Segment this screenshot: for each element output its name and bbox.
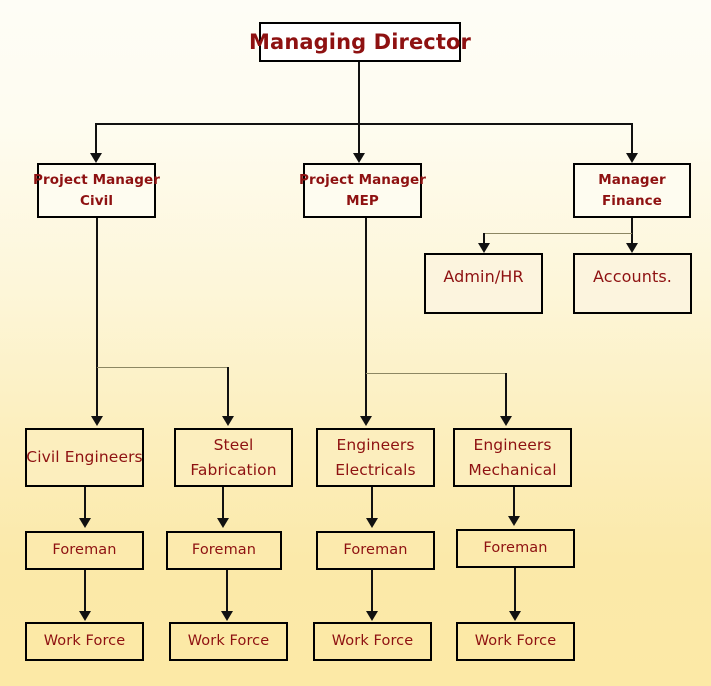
arrow-foreman4-workforce xyxy=(509,611,521,621)
arrow-electricals-foreman xyxy=(366,518,378,528)
node-work-force-mechanical[interactable]: Work Force xyxy=(456,622,575,661)
node-project-manager-mep[interactable]: Project Manager MEP xyxy=(299,163,426,218)
node-label: Foreman xyxy=(52,542,117,559)
node-foreman-civil[interactable]: Foreman xyxy=(25,531,144,570)
node-label-line1: Engineers xyxy=(473,436,552,455)
connector-foreman3-to-workforce xyxy=(371,570,373,615)
node-label: Work Force xyxy=(474,633,557,650)
node-label: Managing Director xyxy=(249,29,471,54)
node-managing-director[interactable]: Managing Director xyxy=(249,22,471,62)
connector-to-mgr-finance xyxy=(631,123,633,155)
node-label-line2: Fabrication xyxy=(190,460,277,479)
arrow-to-steel-fabrication xyxy=(222,416,234,426)
connector-civil-bus xyxy=(97,367,228,368)
connector-civil-engineers-to-foreman xyxy=(84,487,86,522)
arrow-to-admin-hr xyxy=(478,243,490,253)
node-engineers-mechanical[interactable]: Engineers Mechanical xyxy=(453,428,572,487)
node-steel-fabrication[interactable]: Steel Fabrication xyxy=(174,428,293,487)
node-label: Foreman xyxy=(483,540,548,557)
connector-finance-stem xyxy=(631,217,633,245)
node-engineers-electricals[interactable]: Engineers Electricals xyxy=(316,428,435,487)
node-label-line2: MEP xyxy=(346,192,379,209)
connector-steel-to-foreman xyxy=(222,487,224,522)
arrow-mechanical-foreman xyxy=(508,516,520,526)
node-admin-hr[interactable]: Admin/HR xyxy=(424,253,543,314)
node-label-line2: Electricals xyxy=(335,460,416,479)
node-work-force-electricals[interactable]: Work Force xyxy=(313,622,432,661)
connector-electricals-to-foreman xyxy=(371,487,373,522)
connector-level2-bus xyxy=(95,123,633,125)
connector-foreman4-to-workforce xyxy=(514,568,516,615)
connector-mep-bus xyxy=(366,373,506,374)
arrow-civil-foreman xyxy=(79,518,91,528)
connector-to-admin-hr xyxy=(483,233,485,246)
connector-finance-bus xyxy=(484,233,632,234)
arrow-to-civil-engineers xyxy=(91,416,103,426)
node-label-line1: Manager xyxy=(598,171,666,188)
connector-mep-stem xyxy=(365,217,367,422)
arrow-to-pm-mep xyxy=(353,153,365,163)
node-work-force-civil[interactable]: Work Force xyxy=(25,622,144,661)
node-foreman-mechanical[interactable]: Foreman xyxy=(456,529,575,568)
node-label-line1: Steel xyxy=(213,436,254,455)
node-label: Accounts. xyxy=(593,267,672,286)
node-label: Admin/HR xyxy=(443,267,524,286)
arrow-to-mgr-finance xyxy=(626,153,638,163)
connector-mechanical-to-foreman xyxy=(513,487,515,520)
node-label-line1: Engineers xyxy=(336,436,415,455)
arrow-foreman2-workforce xyxy=(221,611,233,621)
node-foreman-steel[interactable]: Foreman xyxy=(166,531,282,570)
node-label: Work Force xyxy=(331,633,414,650)
node-civil-engineers[interactable]: Civil Engineers xyxy=(25,428,144,487)
connector-to-pm-civil xyxy=(95,123,97,155)
connector-to-engineers-mechanical xyxy=(505,373,507,422)
arrow-foreman3-workforce xyxy=(366,611,378,621)
arrow-to-engineers-electricals xyxy=(360,416,372,426)
node-label: Civil Engineers xyxy=(26,448,143,467)
node-label: Work Force xyxy=(43,633,126,650)
node-label-line1: Project Manager xyxy=(299,171,427,188)
node-manager-finance[interactable]: Manager Finance xyxy=(573,163,691,218)
node-accounts[interactable]: Accounts. xyxy=(573,253,692,314)
node-label: Foreman xyxy=(191,542,257,559)
connector-to-steel-fabrication xyxy=(227,367,229,422)
arrow-to-engineers-mechanical xyxy=(500,416,512,426)
node-work-force-steel[interactable]: Work Force xyxy=(169,622,288,661)
node-label-line2: Finance xyxy=(601,192,663,209)
node-label-line2: Civil xyxy=(79,192,114,209)
arrow-to-accounts xyxy=(626,243,638,253)
connector-foreman2-to-workforce xyxy=(226,570,228,615)
connector-to-pm-mep xyxy=(358,123,360,155)
node-foreman-electricals[interactable]: Foreman xyxy=(316,531,435,570)
arrow-foreman1-workforce xyxy=(79,611,91,621)
connector-root-stem xyxy=(358,60,360,124)
connector-foreman1-to-workforce xyxy=(84,570,86,615)
connector-civil-stem xyxy=(96,217,98,422)
node-project-manager-civil[interactable]: Project Manager Civil xyxy=(33,163,160,218)
arrow-steel-foreman xyxy=(217,518,229,528)
node-label: Foreman xyxy=(343,542,408,559)
node-label: Work Force xyxy=(187,633,270,650)
node-label-line1: Project Manager xyxy=(33,171,161,188)
node-label-line2: Mechanical xyxy=(468,460,557,479)
arrow-to-pm-civil xyxy=(90,153,102,163)
